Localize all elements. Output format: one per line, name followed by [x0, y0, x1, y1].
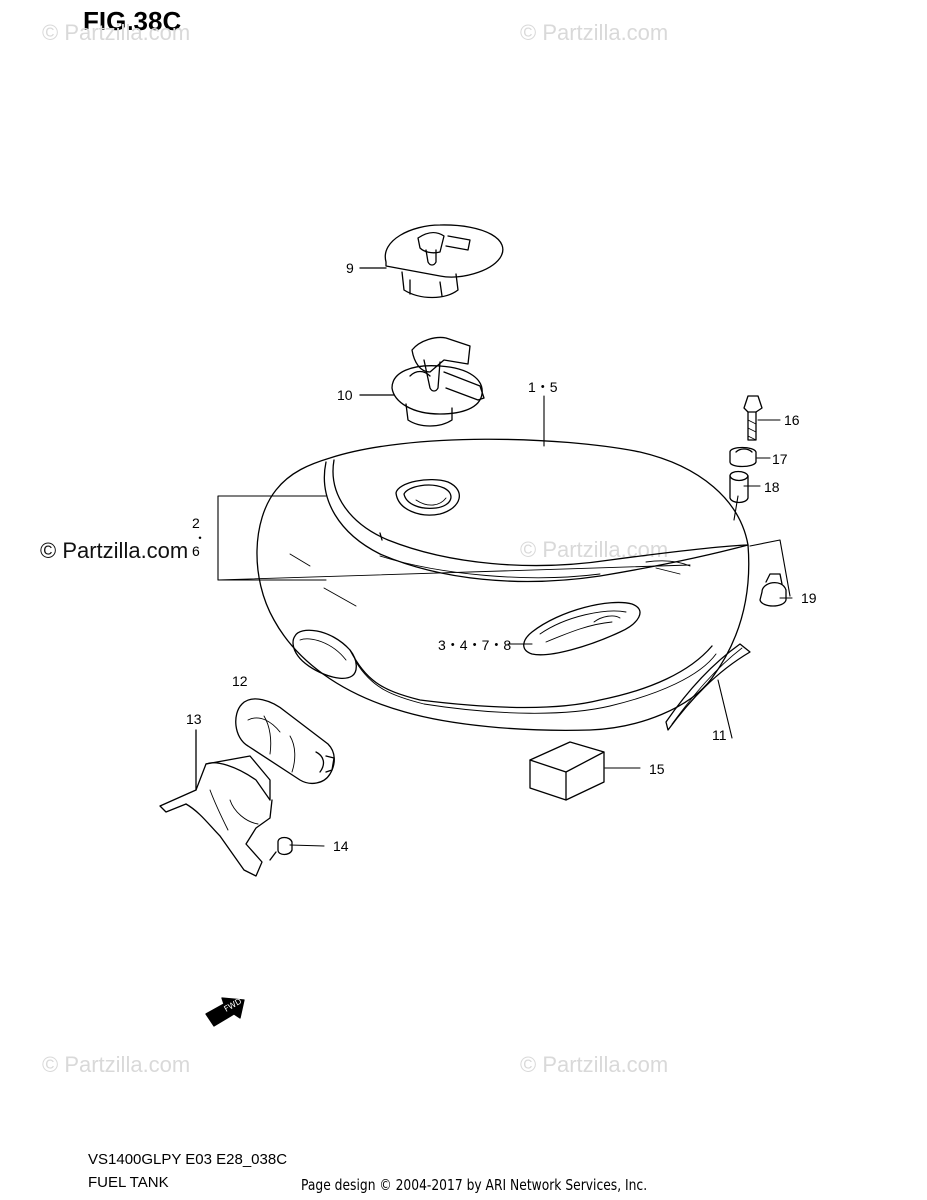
callout-15: 15 [649, 761, 665, 777]
strip-part-11[interactable] [665, 643, 751, 731]
screw-part-14[interactable] [269, 836, 293, 861]
watermark-middle: © Partzilla.com [520, 537, 669, 562]
page-credit: Page design © 2004-2017 by ARI Network S… [301, 1176, 648, 1194]
callout-9: 9 [346, 260, 354, 276]
cushion-part-19[interactable] [759, 573, 787, 607]
callout-dot: ・ [194, 531, 206, 545]
watermark-bottom-right: © Partzilla.com [520, 1052, 669, 1077]
fuel-cap-part-10[interactable] [359, 336, 485, 427]
fuel-cap-part-9[interactable] [359, 224, 504, 299]
callout-11: 11 [712, 727, 727, 743]
callout-labels: 9 10 1・5 2 ・ 6 3・4・7・8 11 12 13 14 15 16… [186, 260, 817, 854]
callout-13: 13 [186, 711, 202, 727]
figure-title: FIG.38C [83, 6, 182, 36]
fwd-arrow-icon: FWD [205, 997, 245, 1027]
bracket-part-13[interactable] [159, 729, 273, 877]
model-code: VS1400GLPY E03 E28_038C [88, 1151, 288, 1168]
callout-2: 2 [192, 515, 200, 531]
callout-19: 19 [801, 590, 817, 606]
callout-18: 18 [764, 479, 780, 495]
washer-part-17[interactable] [729, 446, 757, 468]
callout-16: 16 [784, 412, 800, 428]
watermark-top-left: © Partzilla.com [42, 20, 191, 45]
bolt-part-16[interactable] [743, 395, 763, 441]
collar-part-18[interactable] [729, 470, 749, 504]
watermark-top-right: © Partzilla.com [520, 20, 669, 45]
callout-17: 17 [772, 451, 788, 467]
callout-3-4-7-8: 3・4・7・8 [438, 637, 511, 653]
watermark-bold: © Partzilla.com [40, 538, 189, 563]
fuel-tank-part-1[interactable] [256, 438, 750, 731]
pad-part-15[interactable] [529, 741, 605, 801]
cushion-part-12[interactable] [235, 698, 335, 785]
callout-10: 10 [337, 387, 353, 403]
watermark-bottom-left: © Partzilla.com [42, 1052, 191, 1077]
callout-12: 12 [232, 673, 248, 689]
callout-1-5: 1・5 [528, 379, 558, 395]
callout-14: 14 [333, 838, 349, 854]
leader-lines [217, 395, 793, 847]
section-name: FUEL TANK [88, 1174, 169, 1191]
callout-6: 6 [192, 543, 200, 559]
